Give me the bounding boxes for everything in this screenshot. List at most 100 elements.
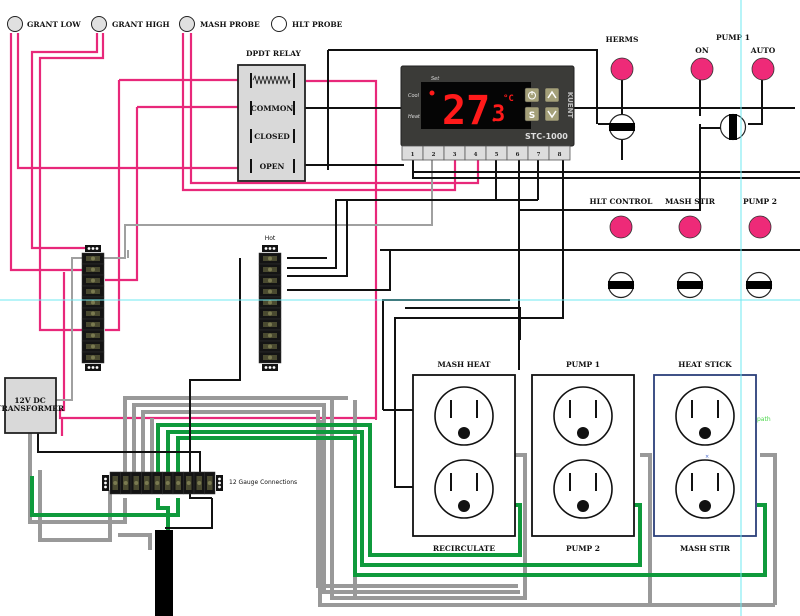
switch-herms[interactable] [608, 113, 636, 141]
outlet-duplex[interactable]: MASH HEAT RECIRCULATE [412, 360, 516, 553]
dpdt-relay[interactable]: DPDT RELAY COMMON CLOSED OPEN [237, 49, 306, 182]
indicator-label: ON [695, 46, 709, 55]
hot-strip-label: Hot [265, 235, 276, 242]
probe-label: HLT PROBE [292, 20, 343, 29]
anchor-marker: × [705, 454, 709, 460]
svg-text:CLOSED: CLOSED [254, 132, 290, 141]
indicator-hlt-control[interactable]: HLT CONTROL [590, 197, 654, 239]
relay-terminal-open: OPEN [250, 159, 295, 173]
indicator-pump1-on[interactable]: ON [690, 46, 714, 81]
set-button[interactable]: S [524, 106, 540, 122]
probe-connector-icon [271, 16, 287, 32]
controller-terminal: 4 [464, 145, 487, 161]
indicator-pump1-auto[interactable]: AUTO [750, 46, 776, 81]
terminal-screw [172, 471, 184, 495]
temperature-controller[interactable]: Set Cool Heat 27 3 °C S KUENT STC-1000 1… [400, 65, 575, 161]
terminal-screw [258, 329, 282, 342]
terminal-screw [258, 252, 282, 265]
outlet-socket-icon[interactable] [434, 459, 494, 519]
switch-pump1[interactable] [719, 113, 747, 141]
set-label: Set [431, 76, 440, 82]
outlet-top-label: HEAT STICK [678, 360, 732, 369]
indicator-light-icon [748, 215, 772, 239]
outlet-socket-icon[interactable] [675, 386, 735, 446]
terminal-screw [81, 329, 105, 342]
terminal-screw [258, 274, 282, 287]
relay-terminal-closed: CLOSED [250, 129, 295, 143]
terminal-screw [204, 471, 216, 495]
indicator-light-icon [609, 215, 633, 239]
model-label: STC-1000 [525, 132, 568, 141]
controller-terminal: 6 [506, 145, 529, 161]
probe-connector-icon [179, 16, 195, 32]
switch-pump2[interactable] [745, 271, 773, 299]
outlet-bottom-label: PUMP 2 [566, 544, 600, 553]
probe-grant-high[interactable]: GRANT HIGH [91, 16, 170, 32]
terminal-screw [81, 263, 105, 276]
terminal-strip-12-gauge [102, 471, 223, 495]
indicator-mash-stir[interactable]: MASH STIR [665, 197, 716, 239]
outlet-bottom-label: RECIRCULATE [433, 544, 495, 553]
down-button[interactable] [544, 106, 560, 122]
display-main-digits: 27 [442, 88, 490, 134]
indicator-light-icon [690, 57, 714, 81]
terminal-number: 5 [495, 152, 499, 158]
transformer-12v: 12V DC TRANSFORMER [0, 377, 65, 434]
up-button[interactable] [544, 87, 560, 103]
switch-mash-stir[interactable] [676, 271, 704, 299]
probe-hlt[interactable]: HLT PROBE [271, 16, 343, 32]
controller-terminal: 7 [527, 145, 550, 161]
display-decimal-digit: 3 [492, 102, 505, 127]
terminal-number: 4 [474, 152, 478, 158]
terminal-screw [81, 274, 105, 287]
cool-indicator-led [429, 90, 435, 96]
indicator-label: HLT CONTROL [590, 197, 654, 206]
terminal-screw [130, 471, 142, 495]
svg-text:OPEN: OPEN [260, 162, 285, 171]
probe-mash[interactable]: MASH PROBE [179, 16, 260, 32]
brand-logo: KUENT [566, 92, 574, 119]
terminal-number: 8 [558, 152, 562, 158]
probe-grant-low[interactable]: GRANT LOW [7, 16, 82, 32]
controller-terminal: 2 [422, 145, 445, 161]
power-button[interactable] [524, 87, 540, 103]
outlet-socket-icon[interactable] [434, 386, 494, 446]
probe-label: MASH PROBE [200, 20, 260, 29]
path-annotation: path [757, 416, 771, 423]
green-wires [30, 423, 767, 577]
outlet-socket-icon[interactable] [553, 459, 613, 519]
terminal-number: 6 [516, 152, 520, 158]
outlet-socket-icon[interactable] [675, 459, 735, 519]
terminal-number: 7 [537, 152, 541, 158]
terminal-screw [109, 471, 121, 495]
relay-terminal-common: COMMON [250, 101, 295, 115]
indicator-light-icon [610, 57, 634, 81]
terminal-screw [258, 285, 282, 298]
terminal-number: 1 [411, 152, 415, 158]
chevron-down-icon [547, 110, 557, 119]
probe-label: GRANT HIGH [112, 20, 170, 29]
controller-terminal: 8 [548, 145, 571, 161]
outlet-socket-icon[interactable] [553, 386, 613, 446]
terminal-screw [81, 351, 105, 364]
terminal-screw [258, 340, 282, 353]
indicator-label: MASH STIR [665, 197, 716, 206]
terminal-screw [81, 340, 105, 353]
terminal-number: 2 [432, 152, 436, 158]
controller-terminal: 3 [443, 145, 466, 161]
terminal-screw [258, 307, 282, 320]
heat-label: Heat [408, 114, 421, 120]
indicator-herms[interactable]: HERMS [606, 35, 639, 81]
indicator-pump2[interactable]: PUMP 2 [743, 197, 777, 239]
indicator-label: PUMP 2 [743, 197, 777, 206]
terminal-screw [81, 252, 105, 265]
outlet-top-label: MASH HEAT [437, 360, 490, 369]
indicator-label: AUTO [750, 46, 776, 55]
probe-connector-icon [91, 16, 107, 32]
switch-hlt-control[interactable] [607, 271, 635, 299]
terminal-screw [162, 471, 174, 495]
